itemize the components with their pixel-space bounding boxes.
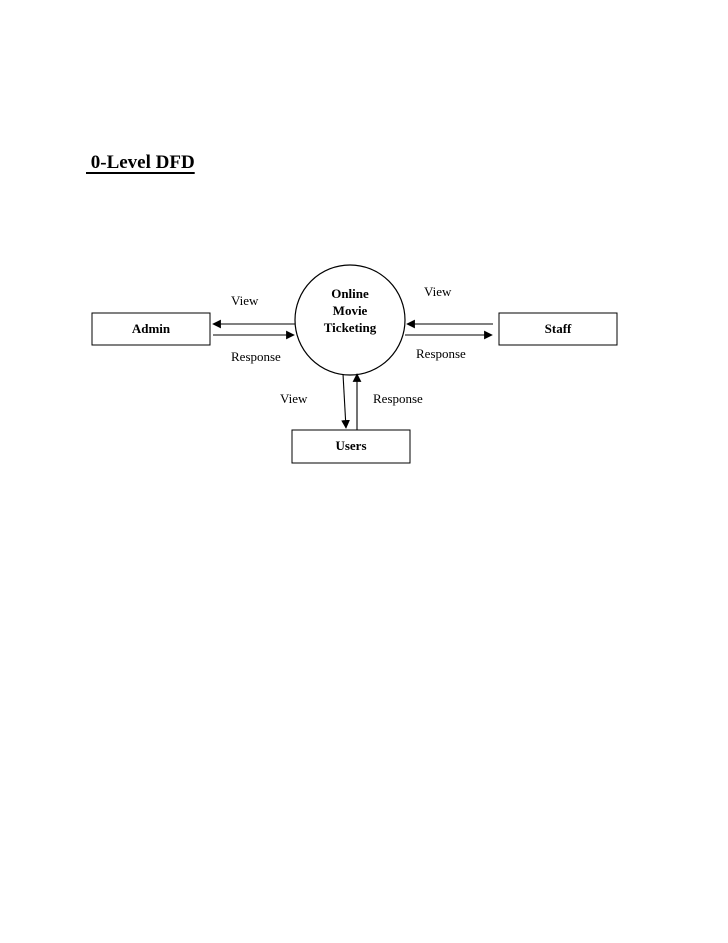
process-circle: [294, 264, 406, 376]
flow-label-staff-response: Response: [416, 346, 466, 361]
entity-users-box: [291, 429, 411, 464]
flow-label-admin-view: View: [231, 293, 259, 308]
entity-admin-box: [91, 312, 211, 346]
entity-users: Users: [291, 429, 411, 464]
flow-arrow-view-to-users: [341, 373, 350, 429]
entity-admin: Admin: [91, 312, 211, 346]
entity-staff: Staff: [498, 312, 618, 346]
entity-admin-label: Admin: [132, 321, 171, 336]
entity-staff-box: [498, 312, 618, 346]
entity-users-label: Users: [335, 438, 366, 453]
process-online-movie-ticketing: Online Movie Ticketing: [294, 264, 406, 376]
flow-label-staff-view: View: [424, 284, 452, 299]
flow-label-admin-response: Response: [231, 349, 281, 364]
process-label-line-3: Ticketing: [324, 320, 377, 335]
flow-label-users-view: View: [280, 391, 308, 406]
entity-staff-label: Staff: [545, 321, 572, 336]
process-label-line-1: Online: [331, 286, 369, 301]
page-title: 0-Level DFD: [86, 152, 195, 173]
flow-label-users-response: Response: [373, 391, 423, 406]
process-label-line-2: Movie: [333, 303, 368, 318]
